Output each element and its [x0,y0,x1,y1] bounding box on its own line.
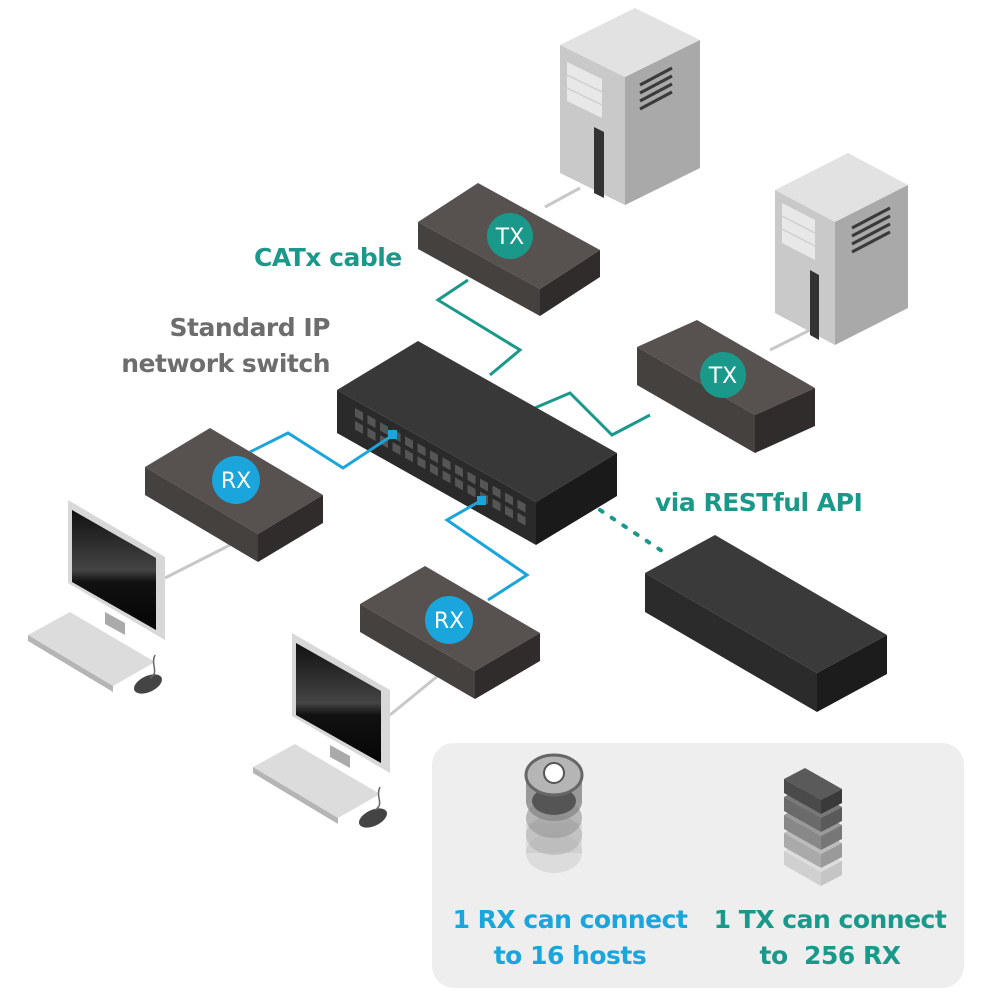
switch-port [405,449,413,463]
host-computer-1 [560,8,700,205]
tx-device-1[interactable]: TX [418,183,600,316]
tx-badge-2 [700,352,746,398]
restful-api-label: via RESTful API [655,488,863,517]
switch-port [517,499,526,513]
switch-port [430,450,438,464]
cable-rx2-monitor2 [389,668,446,717]
rx-badge-1 [212,456,260,504]
rx-badge-label: RX [434,609,464,634]
tx-device-2[interactable]: TX [637,320,815,453]
switch-port [455,464,463,478]
tx-capacity-line2: to 256 RX [759,941,901,970]
cable-rx1-monitor1 [164,543,231,580]
host-computer-2 [775,153,908,345]
network-switch-label-line2: network switch [121,349,330,378]
cable-switch-rx1 [249,431,394,470]
gray-cables [164,186,811,717]
rx-hosts-stack-icon [524,753,584,873]
cable-tx1-switch [435,278,523,377]
tx-capacity-text: 1 TX can connect to 256 RX [700,902,960,974]
rx-badge-2 [425,596,473,644]
switch-port [467,471,476,485]
switch-port [367,415,376,429]
catx-cable-label: CATx cable [254,243,402,272]
catx-cables-tx [435,278,651,437]
cable-switch-rx2 [444,498,530,602]
rx-badge-label: RX [221,469,251,494]
switch-port [405,436,413,450]
info-icons [524,753,842,886]
switch-port [492,498,501,512]
switch-port [417,456,426,470]
switch-port [355,421,363,434]
cable-tx2-switch [529,391,651,437]
catx-cables-rx [249,431,530,602]
mouse-2 [358,808,388,828]
tx-receivers-stack-icon [784,768,842,886]
mouse-1 [133,674,163,694]
switch-port [442,457,451,471]
switch-port [467,484,476,498]
switch-port [517,512,526,526]
keyboard-2 [253,744,380,818]
switch-port [392,442,401,456]
switch-port [367,428,376,442]
tx-capacity-line1: 1 TX can connect [713,905,947,934]
switch-port [480,478,488,492]
workstation-2 [253,633,390,828]
port-connector-1 [388,430,397,439]
cable-host1-tx1 [544,186,581,209]
rx-device-2[interactable]: RX [360,566,540,699]
info-panel [432,743,964,988]
tx-badge-label: TX [495,225,525,250]
switch-port [430,463,438,477]
network-switch-label: Standard IP network switch [110,310,330,382]
switch-port [442,470,451,484]
network-switch-label-line1: Standard IP [169,313,331,342]
switch-port [417,443,426,457]
management-server[interactable] [645,535,887,712]
rx-capacity-text: 1 RX can connect to 16 hosts [440,902,700,974]
rx-device-1[interactable]: RX [145,428,323,562]
switch-port [505,505,513,519]
cable-host2-tx2 [769,328,811,352]
switch-port [380,422,388,436]
tx-badge-label: TX [708,364,738,389]
network-switch[interactable] [337,341,617,545]
port-connector-2 [477,496,486,505]
rx-capacity-line1: 1 RX can connect [452,905,688,934]
keyboard-1 [28,612,155,686]
workstation-1 [28,500,165,694]
rx-capacity-line2: to 16 hosts [493,941,647,970]
switch-port [505,492,513,506]
tx-badge-1 [487,213,533,259]
switch-port [355,408,363,421]
switch-ports [355,408,526,526]
restful-api-link [598,508,670,557]
switch-port [492,485,501,499]
switch-port [455,477,463,491]
